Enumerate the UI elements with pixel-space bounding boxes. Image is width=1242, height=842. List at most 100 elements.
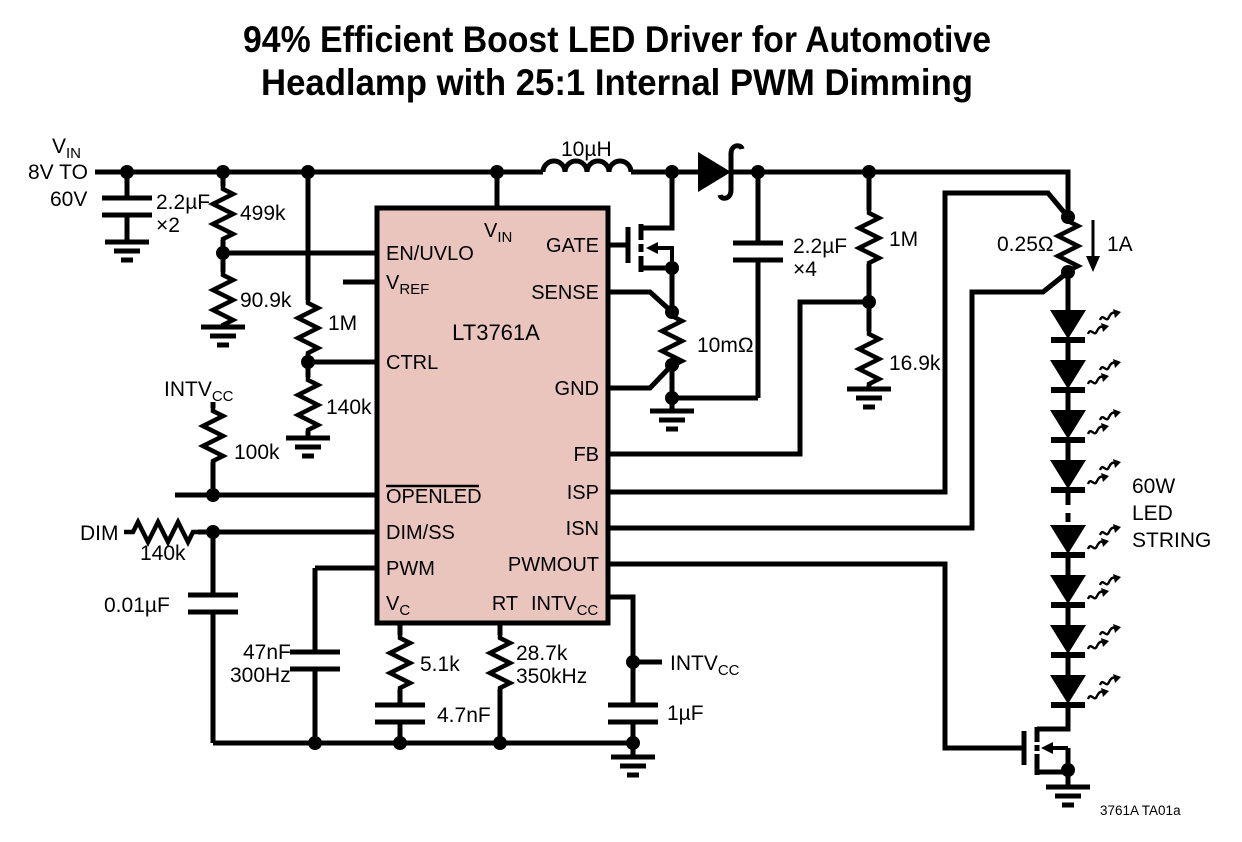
resistor-0r25: [1058, 218, 1078, 272]
label-5k1: 5.1k: [420, 653, 460, 676]
led-8: [1050, 675, 1086, 705]
pin-label-vc: VC: [386, 593, 410, 619]
label-1m-ctrl: 1M: [328, 312, 357, 335]
wire-gnd: [608, 363, 674, 391]
label-0r25: 0.25Ω: [997, 233, 1054, 256]
resistor-1m-ctrl: [298, 300, 318, 354]
label-10uh: 10µH: [561, 138, 612, 161]
ground-dim-fet: [1046, 787, 1090, 805]
ground-bottom-rail: [611, 757, 655, 775]
current-arrow-1a: [1086, 220, 1100, 272]
capacitor-1uf: [608, 705, 658, 722]
led-1: [1050, 310, 1086, 340]
pin-label-dim-ss: DIM/SS: [386, 522, 455, 544]
label-10mohm: 10mΩ: [697, 334, 754, 357]
pin-label-intvcc: INTVCC: [531, 593, 598, 619]
vin-net-label: VIN: [52, 135, 81, 162]
wire-output-rail: [733, 169, 1071, 218]
ground-90k9: [201, 327, 245, 345]
pin-label-en-uvlo: EN/UVLO: [386, 243, 474, 265]
led-rating-line3: STRING: [1132, 529, 1211, 552]
junction-dots: [120, 165, 1075, 777]
pin-label-pwmout: PWMOUT: [508, 554, 599, 576]
mosfet-pwm-dimming: [1021, 705, 1071, 787]
resistor-1m-fb: [859, 210, 879, 264]
wire-pwmout: [608, 561, 1024, 751]
label-16k9: 16.9k: [889, 352, 941, 375]
mosfet-switch-drain: [641, 172, 675, 231]
wire-sense: [608, 289, 674, 314]
net-labels: VIN 8V TO 60V 2.2µF ×2 499k 90.9k 1M 140…: [28, 135, 1211, 818]
schematic-title-line1: 94% Efficient Boost LED Driver for Autom…: [243, 19, 991, 60]
label-140k-ctrl: 140k: [326, 396, 372, 419]
led-emission-icons: [1086, 307, 1123, 701]
capacitor-4n7: [375, 705, 425, 722]
pin-label-vref: VREF: [386, 272, 429, 298]
dim-net-label: DIM: [80, 522, 119, 545]
diode-anode-triangle: [698, 152, 731, 192]
mosfet-dim-drain: [1037, 705, 1071, 732]
vin-range-top: 8V TO: [28, 161, 88, 184]
led-rating-line1: 60W: [1132, 475, 1175, 498]
wire-dim-cap-and-bottom-rail: [210, 532, 633, 746]
label-350khz: 350kHz: [516, 665, 587, 688]
led-3: [1050, 410, 1086, 440]
label-140k-dim: 140k: [140, 542, 186, 565]
ic-body: [374, 205, 611, 626]
resistor-16k9: [859, 331, 879, 385]
capacitor-0u01: [188, 595, 238, 612]
pin-label-fb: FB: [573, 444, 599, 466]
mosfet-switch-arrow: [646, 242, 658, 254]
pin-label-rt: RT: [492, 593, 518, 615]
mosfet-switch: [625, 172, 675, 272]
label-0u01: 0.01µF: [104, 594, 170, 617]
ground-input-cap: [105, 242, 149, 260]
ground-16k9: [847, 389, 891, 407]
label-28k7: 28.7k: [516, 642, 568, 665]
label-499k: 499k: [240, 202, 286, 225]
label-300hz: 300Hz: [230, 664, 291, 687]
ic-labels: LT3761A EN/UVLO VREF CTRL OPENLED DIM/SS…: [386, 220, 599, 619]
capacitor-output-2u2: [733, 243, 783, 260]
input-cap-qty: ×2: [156, 214, 180, 237]
wire-isn: [608, 270, 1070, 531]
wire-pwm: [312, 565, 377, 743]
label-1uf: 1µF: [667, 702, 704, 725]
pin-label-isp: ISP: [567, 482, 599, 504]
led-5: [1050, 525, 1086, 555]
resistor-90k9: [213, 272, 233, 326]
wire-power-gnd: [669, 172, 761, 411]
pin-label-pwm: PWM: [386, 558, 435, 580]
pin-label-isn: ISN: [566, 518, 599, 540]
intvcc-left-label: INTVCC: [164, 378, 234, 405]
capacitor-input-2u2: [102, 198, 152, 215]
output-cap-value: 2.2µF: [793, 235, 847, 258]
led-2: [1050, 360, 1086, 390]
intvcc-right-label: INTVCC: [670, 652, 740, 679]
label-4n7: 4.7nF: [437, 704, 491, 727]
wire-intvcc-node: [608, 594, 662, 757]
label-1a: 1A: [1107, 233, 1133, 256]
input-cap-value: 2.2µF: [156, 191, 210, 214]
output-cap-qty: ×4: [793, 258, 817, 281]
resistor-499k: [213, 186, 233, 240]
schematic-title-line2: Headlamp with 25:1 Internal PWM Dimming: [261, 62, 973, 103]
resistors: [124, 186, 1078, 689]
inductor-10uh: [540, 158, 634, 173]
diode-boost: [698, 143, 745, 201]
vin-range-bottom: 60V: [50, 188, 87, 211]
resistor-5k1: [390, 635, 410, 689]
pin-label-sense: SENSE: [531, 282, 599, 304]
pin-label-gnd: GND: [555, 378, 599, 400]
label-90k9: 90.9k: [240, 289, 292, 312]
resistor-140k-ctrl: [298, 377, 318, 431]
pin-label-gate: GATE: [546, 235, 599, 257]
led-string: [1050, 307, 1123, 705]
pin-label-vin: VIN: [484, 220, 512, 246]
led-7: [1050, 625, 1086, 655]
mosfet-dim-arrow: [1041, 742, 1053, 754]
ground-power: [650, 411, 694, 429]
label-1m-fb: 1M: [889, 228, 918, 251]
